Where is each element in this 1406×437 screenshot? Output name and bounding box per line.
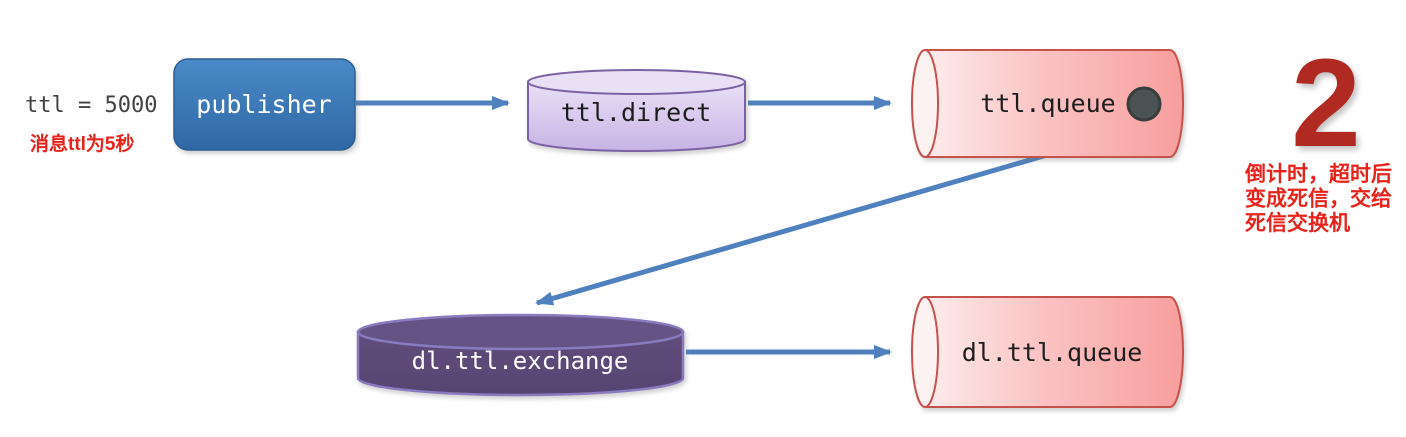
publisher-box [173, 58, 356, 151]
dl-ttl-exchange-label: dl.ttl.exchange [412, 347, 629, 375]
dead-letter-note-line-1: 倒计时，超时后 [1244, 163, 1392, 186]
dl-ttl-exchange-node: dl.ttl.exchange [356, 313, 685, 397]
ttl-direct-label: ttl.direct [561, 98, 712, 127]
dl-ttl-exchange-cylinder-top [356, 313, 685, 351]
ttl-code-text: ttl = 5000 [25, 93, 157, 118]
publisher-node: publisher [173, 58, 356, 151]
ttl-queue-cylinder-body [924, 49, 1184, 158]
right-annotation: 2 倒计时，超时后 变成死信，交给 死信交换机 [1244, 34, 1392, 235]
dead-letter-note-line-2: 变成死信，交给 [1245, 187, 1392, 211]
ttl-queue-label: ttl.queue [980, 89, 1115, 118]
ttl-direct-cylinder-top [527, 69, 746, 95]
left-annotation: ttl = 5000 消息ttl为5秒 [25, 93, 157, 155]
publisher-label: publisher [196, 90, 331, 119]
ttl-queue-cylinder-cap [911, 49, 939, 158]
ttl-direct-node: ttl.direct [527, 69, 746, 152]
message-dot [1126, 86, 1162, 122]
ttl-direct-cylinder-body [527, 81, 746, 152]
ttl-note-text: 消息ttl为5秒 [30, 132, 135, 155]
dead-letter-note-line-3: 死信交换机 [1245, 211, 1350, 235]
step-number: 2 [1291, 34, 1361, 173]
dl-ttl-queue-cylinder-cap [911, 296, 939, 408]
dl-ttl-queue-label: dl.ttl.queue [962, 338, 1143, 367]
ttl-queue-node: ttl.queue [911, 49, 1184, 158]
dl-ttl-queue-cylinder-body [924, 296, 1184, 408]
dl-ttl-queue-node: dl.ttl.queue [911, 296, 1184, 408]
arrow-queue-to-dlexchange [535, 152, 1048, 306]
flow-arrows [356, 96, 1048, 359]
